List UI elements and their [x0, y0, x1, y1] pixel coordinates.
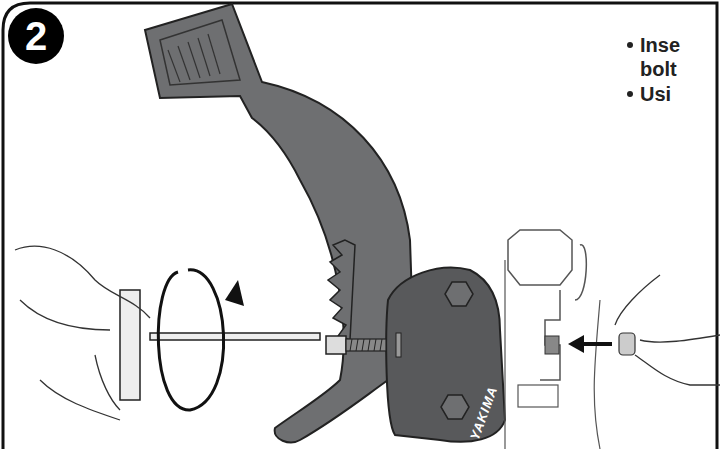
hex-bolt: [445, 282, 473, 306]
step-number-text: 2: [25, 14, 47, 59]
plug-slot: [545, 336, 559, 354]
ratchet-teeth: [328, 240, 355, 340]
rotation-arrow-head: [225, 280, 244, 306]
bullet: [627, 91, 633, 97]
push-arrow: [580, 342, 612, 346]
end-cap: [619, 333, 635, 355]
tower-clip: [540, 245, 586, 380]
clamp-pad: [160, 20, 240, 85]
clamp-body: [145, 4, 412, 442]
left-hand: [15, 246, 150, 420]
hex-key: [150, 333, 320, 340]
push-arrow-head: [568, 335, 584, 353]
step-number: 2: [8, 8, 64, 64]
pad-grip: [168, 34, 220, 82]
rotation-arrow: [158, 270, 223, 410]
hex-bolt: [441, 395, 469, 419]
frame: [3, 3, 717, 449]
instruction-text: Usi: [640, 82, 710, 106]
right-hand: [615, 275, 720, 385]
bolt-head: [326, 336, 346, 354]
rack-bar: [508, 230, 572, 285]
bolt-shank: [346, 339, 386, 351]
tower-window: [518, 385, 558, 407]
bullet: [627, 42, 633, 48]
tower-outline: [505, 260, 600, 449]
washer: [396, 333, 401, 357]
knob-housing: [386, 268, 505, 442]
bolt-thread: [350, 339, 382, 351]
instruction-text: Inse bolt: [640, 33, 700, 81]
